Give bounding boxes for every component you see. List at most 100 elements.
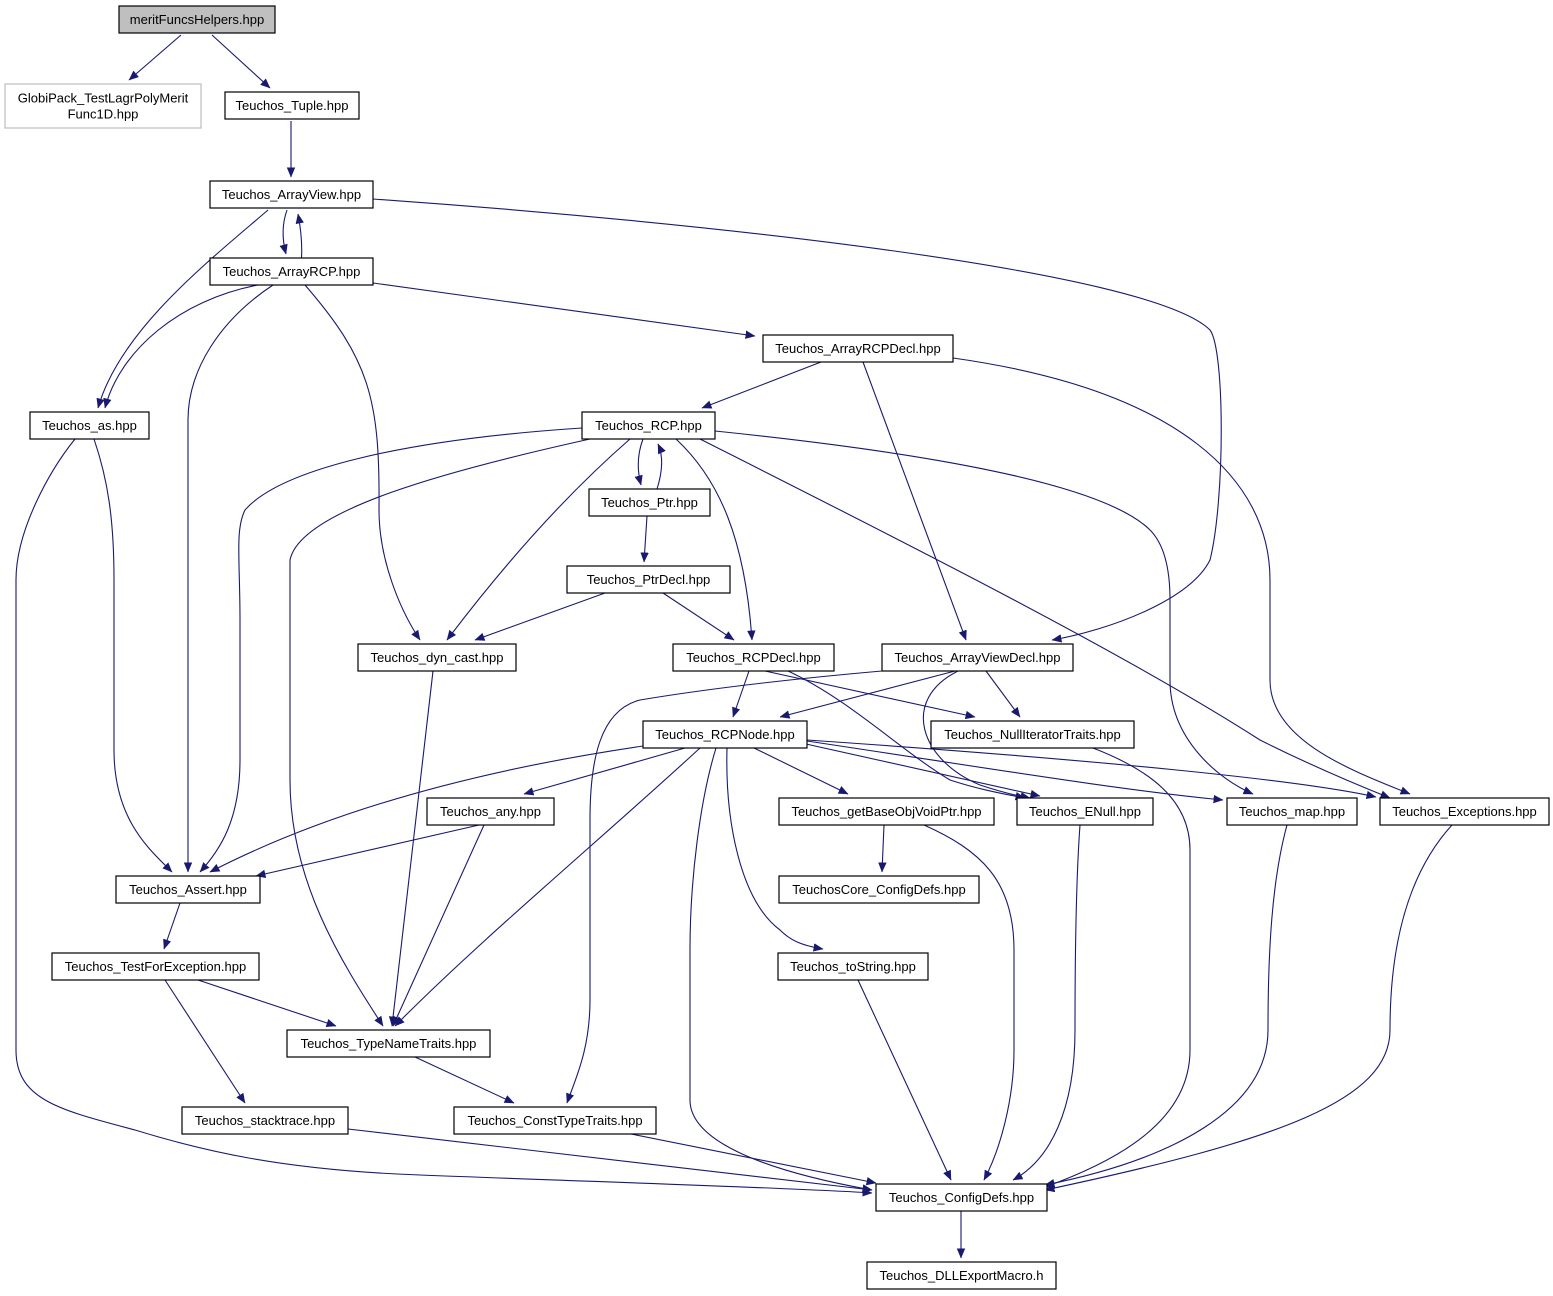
node-coreConfig[interactable]: TeuchosCore_ConfigDefs.hpp: [778, 875, 980, 904]
edge-rcpNode-to-configDefs: [689, 747, 873, 1193]
node-box: [875, 1183, 1048, 1212]
node-label: Teuchos_PtrDecl.hpp: [587, 572, 711, 587]
node-label: Teuchos_Assert.hpp: [129, 882, 247, 897]
node-label: Teuchos_NullIteratorTraits.hpp: [944, 727, 1121, 742]
node-label: Teuchos_TestForException.hpp: [65, 959, 246, 974]
node-nullIter[interactable]: Teuchos_NullIteratorTraits.hpp: [930, 720, 1135, 749]
edge-any-to-assert: [255, 824, 480, 878]
edge-rcpNode-to-map: [806, 740, 1224, 804]
node-box: [4, 83, 202, 129]
node-arrayViewDecl[interactable]: Teuchos_ArrayViewDecl.hpp: [881, 643, 1074, 672]
node-arrayRCP[interactable]: Teuchos_ArrayRCP.hpp: [209, 257, 374, 286]
edge-rcpNode-to-getBase: [753, 747, 849, 795]
edge-arrayRCPDecl-to-exceptions: [952, 357, 1411, 795]
edge-rcp-to-dynCast: [446, 438, 631, 641]
edge-meritFuncsHelpers-to-globiPack: [128, 34, 182, 81]
edge-rcpNode-to-assert: [209, 745, 644, 873]
node-any[interactable]: Teuchos_any.hpp: [426, 797, 555, 826]
edge-map-to-configDefs: [1044, 824, 1288, 1188]
edge-ptr-to-ptrDecl: [640, 515, 649, 563]
node-label: Teuchos_ArrayView.hpp: [222, 187, 361, 202]
node-box: [881, 643, 1074, 672]
node-rcpDecl[interactable]: Teuchos_RCPDecl.hpp: [672, 643, 835, 672]
node-constType[interactable]: Teuchos_ConstTypeTraits.hpp: [453, 1106, 657, 1135]
node-label: Teuchos_RCP.hpp: [595, 418, 702, 433]
edge-constType-to-configDefs: [630, 1133, 877, 1186]
node-layer: meritFuncsHelpers.hppGlobiPack_TestLagrP…: [4, 5, 1550, 1290]
edge-ptrDecl-to-dynCast: [474, 592, 606, 641]
node-dllExport[interactable]: Teuchos_DLLExportMacro.h: [866, 1261, 1057, 1290]
edge-rcpNode-to-exceptions: [806, 739, 1377, 800]
edge-assert-to-testForEx: [163, 902, 181, 950]
node-box: [118, 5, 276, 34]
node-ptr[interactable]: Teuchos_Ptr.hpp: [588, 488, 711, 517]
edge-meritFuncsHelpers-to-tuple: [211, 34, 271, 89]
node-meritFuncsHelpers[interactable]: meritFuncsHelpers.hpp: [118, 5, 276, 34]
edge-rcpDecl-to-enull: [787, 670, 1026, 801]
edge-typeName-to-constType: [414, 1056, 515, 1104]
edge-arrayViewDecl-to-rcpNode: [779, 670, 956, 719]
node-label: Teuchos_TypeNameTraits.hpp: [301, 1036, 477, 1051]
node-dynCast[interactable]: Teuchos_dyn_cast.hpp: [357, 643, 517, 672]
edge-rcp-to-ptr: [634, 438, 644, 486]
edge-layer: [15, 34, 1453, 1259]
node-label: Teuchos_any.hpp: [440, 804, 541, 819]
node-label: Func1D.hpp: [68, 107, 139, 122]
edge-ptr-to-rcp: [656, 443, 666, 490]
node-rcpNode[interactable]: Teuchos_RCPNode.hpp: [642, 720, 808, 749]
node-configDefs[interactable]: Teuchos_ConfigDefs.hpp: [875, 1183, 1048, 1212]
node-box: [642, 720, 808, 749]
node-getBase[interactable]: Teuchos_getBaseObjVoidPtr.hpp: [778, 797, 995, 826]
node-box: [866, 1261, 1057, 1290]
edge-rcp-to-rcpDecl: [675, 438, 756, 641]
node-label: Teuchos_toString.hpp: [790, 959, 916, 974]
node-label: TeuchosCore_ConfigDefs.hpp: [792, 882, 965, 897]
node-box: [1379, 797, 1550, 826]
node-box: [778, 875, 980, 904]
edge-testForEx-to-typeName: [197, 979, 337, 1027]
node-label: Teuchos_stacktrace.hpp: [195, 1113, 335, 1128]
node-box: [426, 797, 555, 826]
node-toString[interactable]: Teuchos_toString.hpp: [777, 952, 929, 981]
node-testForEx[interactable]: Teuchos_TestForException.hpp: [51, 952, 260, 981]
node-box: [181, 1106, 349, 1135]
node-arrayRCPDecl[interactable]: Teuchos_ArrayRCPDecl.hpp: [762, 334, 954, 363]
node-typeName[interactable]: Teuchos_TypeNameTraits.hpp: [286, 1029, 491, 1058]
node-box: [453, 1106, 657, 1135]
node-label: Teuchos_ArrayRCPDecl.hpp: [775, 341, 940, 356]
node-label: Teuchos_Tuple.hpp: [236, 98, 349, 113]
edge-arrayView-to-as: [96, 209, 269, 409]
edge-stacktrace-to-configDefs: [347, 1128, 873, 1194]
edge-rcp-to-map: [714, 430, 1254, 795]
node-assert[interactable]: Teuchos_Assert.hpp: [115, 875, 261, 904]
node-exceptions[interactable]: Teuchos_Exceptions.hpp: [1379, 797, 1550, 826]
node-stacktrace[interactable]: Teuchos_stacktrace.hpp: [181, 1106, 349, 1135]
node-ptrDecl[interactable]: Teuchos_PtrDecl.hpp: [566, 565, 731, 594]
node-label: GlobiPack_TestLagrPolyMerit: [18, 91, 189, 106]
node-label: Teuchos_dyn_cast.hpp: [371, 650, 504, 665]
node-label: Teuchos_getBaseObjVoidPtr.hpp: [791, 804, 981, 819]
node-label: Teuchos_ENull.hpp: [1029, 804, 1141, 819]
node-map[interactable]: Teuchos_map.hpp: [1226, 797, 1358, 826]
edge-any-to-typeName: [392, 824, 485, 1027]
node-rcp[interactable]: Teuchos_RCP.hpp: [581, 411, 716, 440]
edge-rcpNode-to-enull: [805, 743, 1041, 799]
node-label: Teuchos_ArrayRCP.hpp: [223, 264, 361, 279]
node-arrayView[interactable]: Teuchos_ArrayView.hpp: [209, 180, 374, 209]
node-box: [566, 565, 731, 594]
edge-arrayViewDecl-to-nullIter: [985, 670, 1021, 718]
edge-testForEx-to-stacktrace: [164, 979, 246, 1104]
edge-toString-to-configDefs: [857, 979, 952, 1181]
edge-exceptions-to-configDefs: [1044, 824, 1453, 1193]
node-box: [762, 334, 954, 363]
edge-ptrDecl-to-rcpDecl: [662, 592, 735, 641]
edge-getBase-to-configDefs: [923, 824, 1015, 1181]
node-tuple[interactable]: Teuchos_Tuple.hpp: [224, 91, 360, 120]
edge-arrayRCPDecl-to-arrayViewDecl: [862, 361, 967, 641]
node-box: [777, 952, 929, 981]
node-enull[interactable]: Teuchos_ENull.hpp: [1016, 797, 1154, 826]
node-box: [672, 643, 835, 672]
node-label: Teuchos_RCPDecl.hpp: [686, 650, 820, 665]
node-as[interactable]: Teuchos_as.hpp: [29, 411, 150, 440]
